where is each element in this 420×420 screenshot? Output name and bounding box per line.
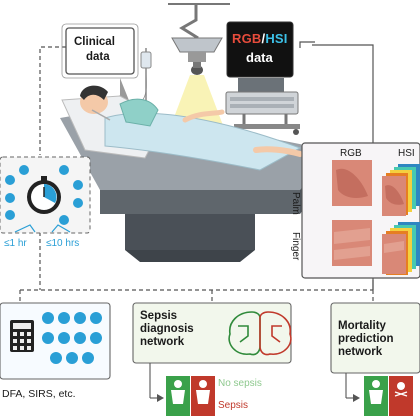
panel-col-hsi: HSI bbox=[398, 148, 415, 159]
clinical-data-label-line1: Clinical bbox=[74, 36, 115, 48]
hsi-cube-finger bbox=[382, 222, 420, 275]
patient-bed bbox=[60, 85, 330, 262]
clinical-data-box bbox=[61, 23, 139, 108]
time-panel bbox=[0, 156, 91, 234]
panel-col-rgb: RGB bbox=[340, 148, 362, 159]
monitor-slash: / bbox=[261, 31, 266, 46]
mortality-network-box bbox=[330, 302, 420, 416]
hsi-cube-palm bbox=[382, 164, 420, 216]
monitor-cart bbox=[225, 21, 300, 135]
monitor-rgb-text: RGB bbox=[232, 31, 262, 46]
surgical-lamp bbox=[168, 3, 230, 128]
scores-box bbox=[0, 302, 111, 380]
timer-min-label: ≤1 hr bbox=[4, 238, 27, 249]
imaging-panel bbox=[301, 142, 420, 279]
panel-row-palm: Palm bbox=[290, 192, 301, 215]
brain-icon bbox=[228, 311, 292, 356]
timer-icons bbox=[5, 165, 83, 225]
panel-row-finger: Finger bbox=[290, 232, 301, 261]
sepsis-network-title: Sepsis diagnosis network bbox=[140, 310, 194, 348]
sepsis-output-yes: Sepsis bbox=[218, 400, 249, 411]
monitor-title: RGB/HSI bbox=[232, 31, 288, 46]
sepsis-output-no: No sepsis bbox=[218, 378, 262, 389]
clinical-data-label-line2: data bbox=[86, 51, 110, 63]
mortality-network-title: Mortality prediction network bbox=[338, 320, 394, 358]
sepsis-network-box bbox=[132, 302, 292, 416]
scores-caption: DFA, SIRS, etc. bbox=[2, 388, 76, 400]
monitor-data-text: data bbox=[246, 50, 273, 65]
timer-max-label: ≤10 hrs bbox=[46, 238, 80, 249]
monitor-hsi-text: HSI bbox=[265, 31, 288, 46]
